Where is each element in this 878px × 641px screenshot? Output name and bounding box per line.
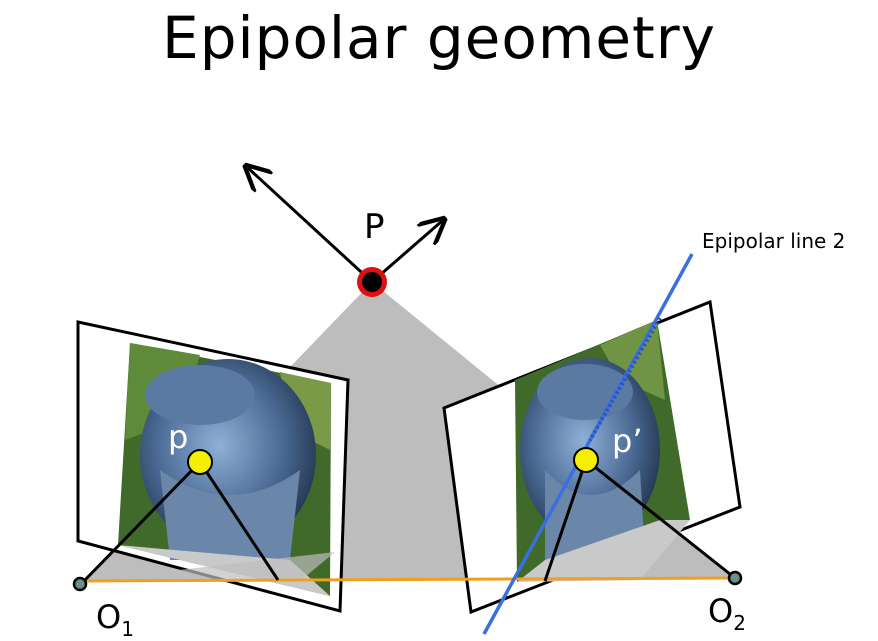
right-bust-photo: [515, 320, 690, 582]
label-p: p: [168, 418, 188, 456]
ray-left-inner: [198, 461, 280, 581]
ray-left: [82, 460, 202, 583]
baseline: [83, 576, 736, 583]
epipolar-line-2: [482, 253, 694, 635]
label-O2: O2: [708, 592, 746, 635]
ray-right-inner: [543, 459, 588, 582]
epipolar-line-2-dotted: [588, 317, 662, 441]
label-P: P: [364, 207, 385, 247]
arrow-up-left: [248, 168, 374, 284]
origin-2-marker: [727, 570, 743, 586]
left-bust-photo: [118, 343, 331, 596]
arrow-up-right: [371, 221, 442, 284]
label-p-prime: p’: [612, 422, 642, 460]
point-p-marker: [187, 449, 213, 475]
point-p-prime-marker: [573, 447, 599, 473]
label-O1: O1: [96, 598, 134, 641]
slide-title: Epipolar geometry: [162, 4, 716, 72]
origin-1-marker: [72, 576, 88, 592]
ray-right: [585, 458, 736, 580]
label-epipolar-line-2: Epipolar line 2: [702, 229, 845, 253]
